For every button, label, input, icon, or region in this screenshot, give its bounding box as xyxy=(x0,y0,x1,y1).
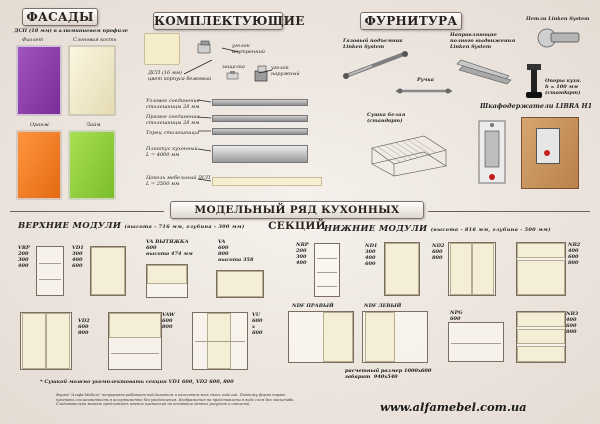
module-npg: NPG 600 xyxy=(450,310,463,322)
wall-mount-holder xyxy=(536,128,560,164)
plinth-profile xyxy=(212,145,308,163)
dryer-label: Сушка белая (стандарт) xyxy=(367,112,406,124)
lower-title-text: НИЖНИЕ МОДУЛИ xyxy=(324,224,428,234)
facade-orange xyxy=(16,130,62,200)
countertop-end-label: Торец столешницы xyxy=(146,130,200,136)
facade-label-orange: Оранж xyxy=(30,122,50,128)
dsp-plinth-sample xyxy=(212,177,322,186)
outer-corner-icon xyxy=(254,65,268,82)
cabinet-va-hood xyxy=(146,264,188,298)
module-nb3: NB3 400 600 800 xyxy=(566,311,579,335)
upper-note: * Сушкой можно укомплектовать секции VD1… xyxy=(40,379,234,385)
lower-dims: (высота - 816 мм, глубина - 500 мм) xyxy=(430,227,551,233)
facade-label-ivory: Слоновая кость xyxy=(73,37,117,43)
dsp-plinth-label: Цоколь мебельный ДСП L = 2500 мм xyxy=(146,175,211,187)
upper-dims: (высота - 716 мм, глубина - 300 мм) xyxy=(124,224,245,230)
cabinet-ndf-left xyxy=(362,311,428,363)
module-vu: VU 600 х 600 xyxy=(252,312,263,336)
cabinet-vaw xyxy=(108,312,162,370)
facades-ribbon: ФАСАДЫ xyxy=(22,8,98,26)
cabinet-vd2 xyxy=(20,312,72,370)
wall-mount-photo xyxy=(521,117,579,189)
corner-joint-profile xyxy=(212,99,308,106)
outer-corner-label: уголок наружный xyxy=(271,65,300,77)
module-nd2: ND2 600 800 xyxy=(432,243,445,261)
components-ribbon: КОМПЛЕКТУЮЩИЕ xyxy=(153,12,304,30)
cabinet-holder-icon xyxy=(478,120,506,184)
facade-lime xyxy=(68,130,116,200)
dish-dryer-icon xyxy=(371,135,447,177)
guide-rail-icon xyxy=(456,59,512,85)
corner-joint-label: Угловое соединение столешницы 28 мм xyxy=(146,98,200,110)
ndf-left-label: NDF ЛЕВЫЙ xyxy=(364,303,402,309)
module-vrp: VRP 200 300 400 xyxy=(18,245,30,269)
upper-modules-title: ВЕРХНИЕ МОДУЛИ (высота - 716 мм, глубина… xyxy=(18,221,245,231)
lineup-title: МОДЕЛЬНЫЙ РЯД КУХОННЫХ СЕКЦИЙ xyxy=(194,204,400,232)
dsp-body-label: ДСП (16 мм) цвет корпуса бежевый xyxy=(148,70,212,82)
facades-material: ДСП (18 мм) в алюминиевом профиле xyxy=(14,28,128,34)
footer-disclaimer: Фирма "Альфа-Мебель" непрерывно работает… xyxy=(56,393,295,407)
ndf-right-label: NDF ПРАВЫЙ xyxy=(292,303,334,309)
facade-label-lime: Лайм xyxy=(86,122,101,128)
guide-label: Направляющие полного выдвижения Linken S… xyxy=(450,32,516,50)
hinge-label: Петли Linken System xyxy=(526,16,590,22)
cabinet-vu xyxy=(192,312,248,370)
hardware-title: ФУРНИТУРА xyxy=(364,14,458,28)
legs-label: Опоры кухн. h = 100 мм (стандарт) xyxy=(545,78,582,96)
leg-icon xyxy=(526,64,542,98)
module-va-hood: VA ВЫТЯЖКА 600 высота 474 мм xyxy=(146,239,193,257)
cabinet-nb2 xyxy=(516,242,566,296)
hinge-icon xyxy=(537,28,580,48)
module-nd1: ND1 300 400 600 xyxy=(365,243,378,267)
countertop-end-profile xyxy=(212,128,308,135)
corner-size-label: расчетный размер 1000х600 габарит 940х54… xyxy=(345,368,432,380)
facade-ivory xyxy=(68,45,116,116)
dsp-body-sample xyxy=(144,33,180,65)
module-vd1: VD1 300 400 600 xyxy=(72,245,84,269)
handle-icon xyxy=(396,88,452,94)
plinth-label: Плинтус кухонный L = 4000 мм xyxy=(146,146,198,158)
cabinet-nb3 xyxy=(516,311,566,363)
lineup-rule-left xyxy=(10,211,164,212)
cabinet-va xyxy=(216,270,264,298)
straight-joint-profile xyxy=(212,115,308,122)
gas-lift-label: Газовый подъемник Linken System xyxy=(343,38,403,50)
cabinet-npg xyxy=(448,322,504,362)
latch-label: защелка xyxy=(222,64,245,70)
footer-website-link[interactable]: www.alfamebel.com.ua xyxy=(380,400,527,414)
gas-lift-icon xyxy=(343,51,408,79)
latch-icon xyxy=(226,71,239,80)
module-nb2: NB2 400 600 800 xyxy=(568,242,581,266)
module-vaw: VAW 600 800 xyxy=(162,312,175,330)
inner-corner-icon xyxy=(197,40,211,54)
cabinet-nd2 xyxy=(448,242,496,296)
holders-label: Шкафодержатели LIBRA H1 xyxy=(480,102,593,110)
handle-label: Ручка xyxy=(417,77,434,83)
facade-violet xyxy=(16,45,62,116)
cabinet-nrp xyxy=(314,243,340,297)
wall-mount-red-mark xyxy=(544,150,550,156)
lower-modules-title: НИЖНИЕ МОДУЛИ (высота - 816 мм, глубина … xyxy=(324,224,551,234)
facades-title: ФАСАДЫ xyxy=(26,10,94,24)
module-vd2: VD2 600 800 xyxy=(78,318,90,336)
module-va: VA 600 800 высота 358 xyxy=(218,239,254,263)
straight-joint-label: Прямое соединение столешницы 28 мм xyxy=(146,114,200,126)
cabinet-vd1 xyxy=(90,246,126,296)
cabinet-vrp xyxy=(36,246,64,296)
components-title: КОМПЛЕКТУЮЩИЕ xyxy=(154,14,305,28)
facade-label-violet: Фиолет xyxy=(22,37,44,43)
lineup-ribbon: МОДЕЛЬНЫЙ РЯД КУХОННЫХ СЕКЦИЙ xyxy=(170,201,424,232)
cabinet-ndf-right xyxy=(288,311,354,363)
inner-corner-label: уголок внутренний xyxy=(232,43,266,55)
cabinet-nd1 xyxy=(384,242,420,296)
hardware-ribbon: ФУРНИТУРА xyxy=(360,12,462,30)
lineup-rule-right xyxy=(428,211,590,212)
module-nrp: NRP 200 300 400 xyxy=(296,242,309,266)
upper-title-text: ВЕРХНИЕ МОДУЛИ xyxy=(18,221,122,231)
